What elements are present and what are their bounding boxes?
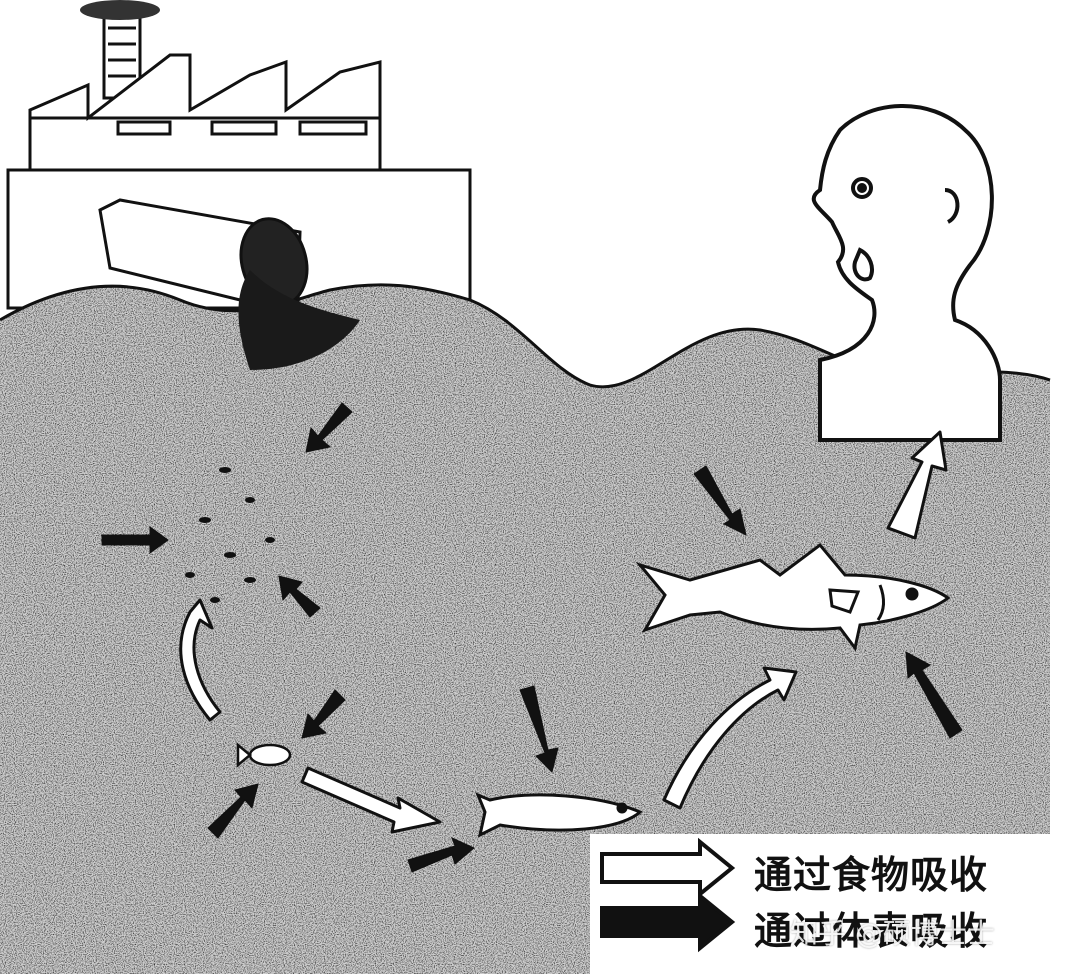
polluted-water [0,283,1051,974]
surface-absorption-arrows [101,402,963,873]
food-absorption-label: 通过食物吸收 [754,853,989,897]
legend-row-food: 通过食物吸收 [596,838,1036,897]
surface-absorption-label: 通过体表吸收 [754,909,989,953]
legend-solid-arrow-icon [600,891,736,953]
larva-fish-icon [236,742,292,768]
large-fish-icon [635,542,951,652]
human-figure-icon [811,104,1002,442]
small-fish-icon [475,792,643,838]
watermark: 知乎 @硕博士士 [790,917,995,950]
food-absorption-arrows [179,430,948,834]
drain-pipe-icon [98,198,360,370]
plankton-icon [185,467,275,603]
legend-row-surface: 通过体表吸收 [596,894,1036,953]
legend: 通过食物吸收 通过体表吸收 [596,838,1036,958]
legend-hollow-arrow-icon [600,837,736,899]
